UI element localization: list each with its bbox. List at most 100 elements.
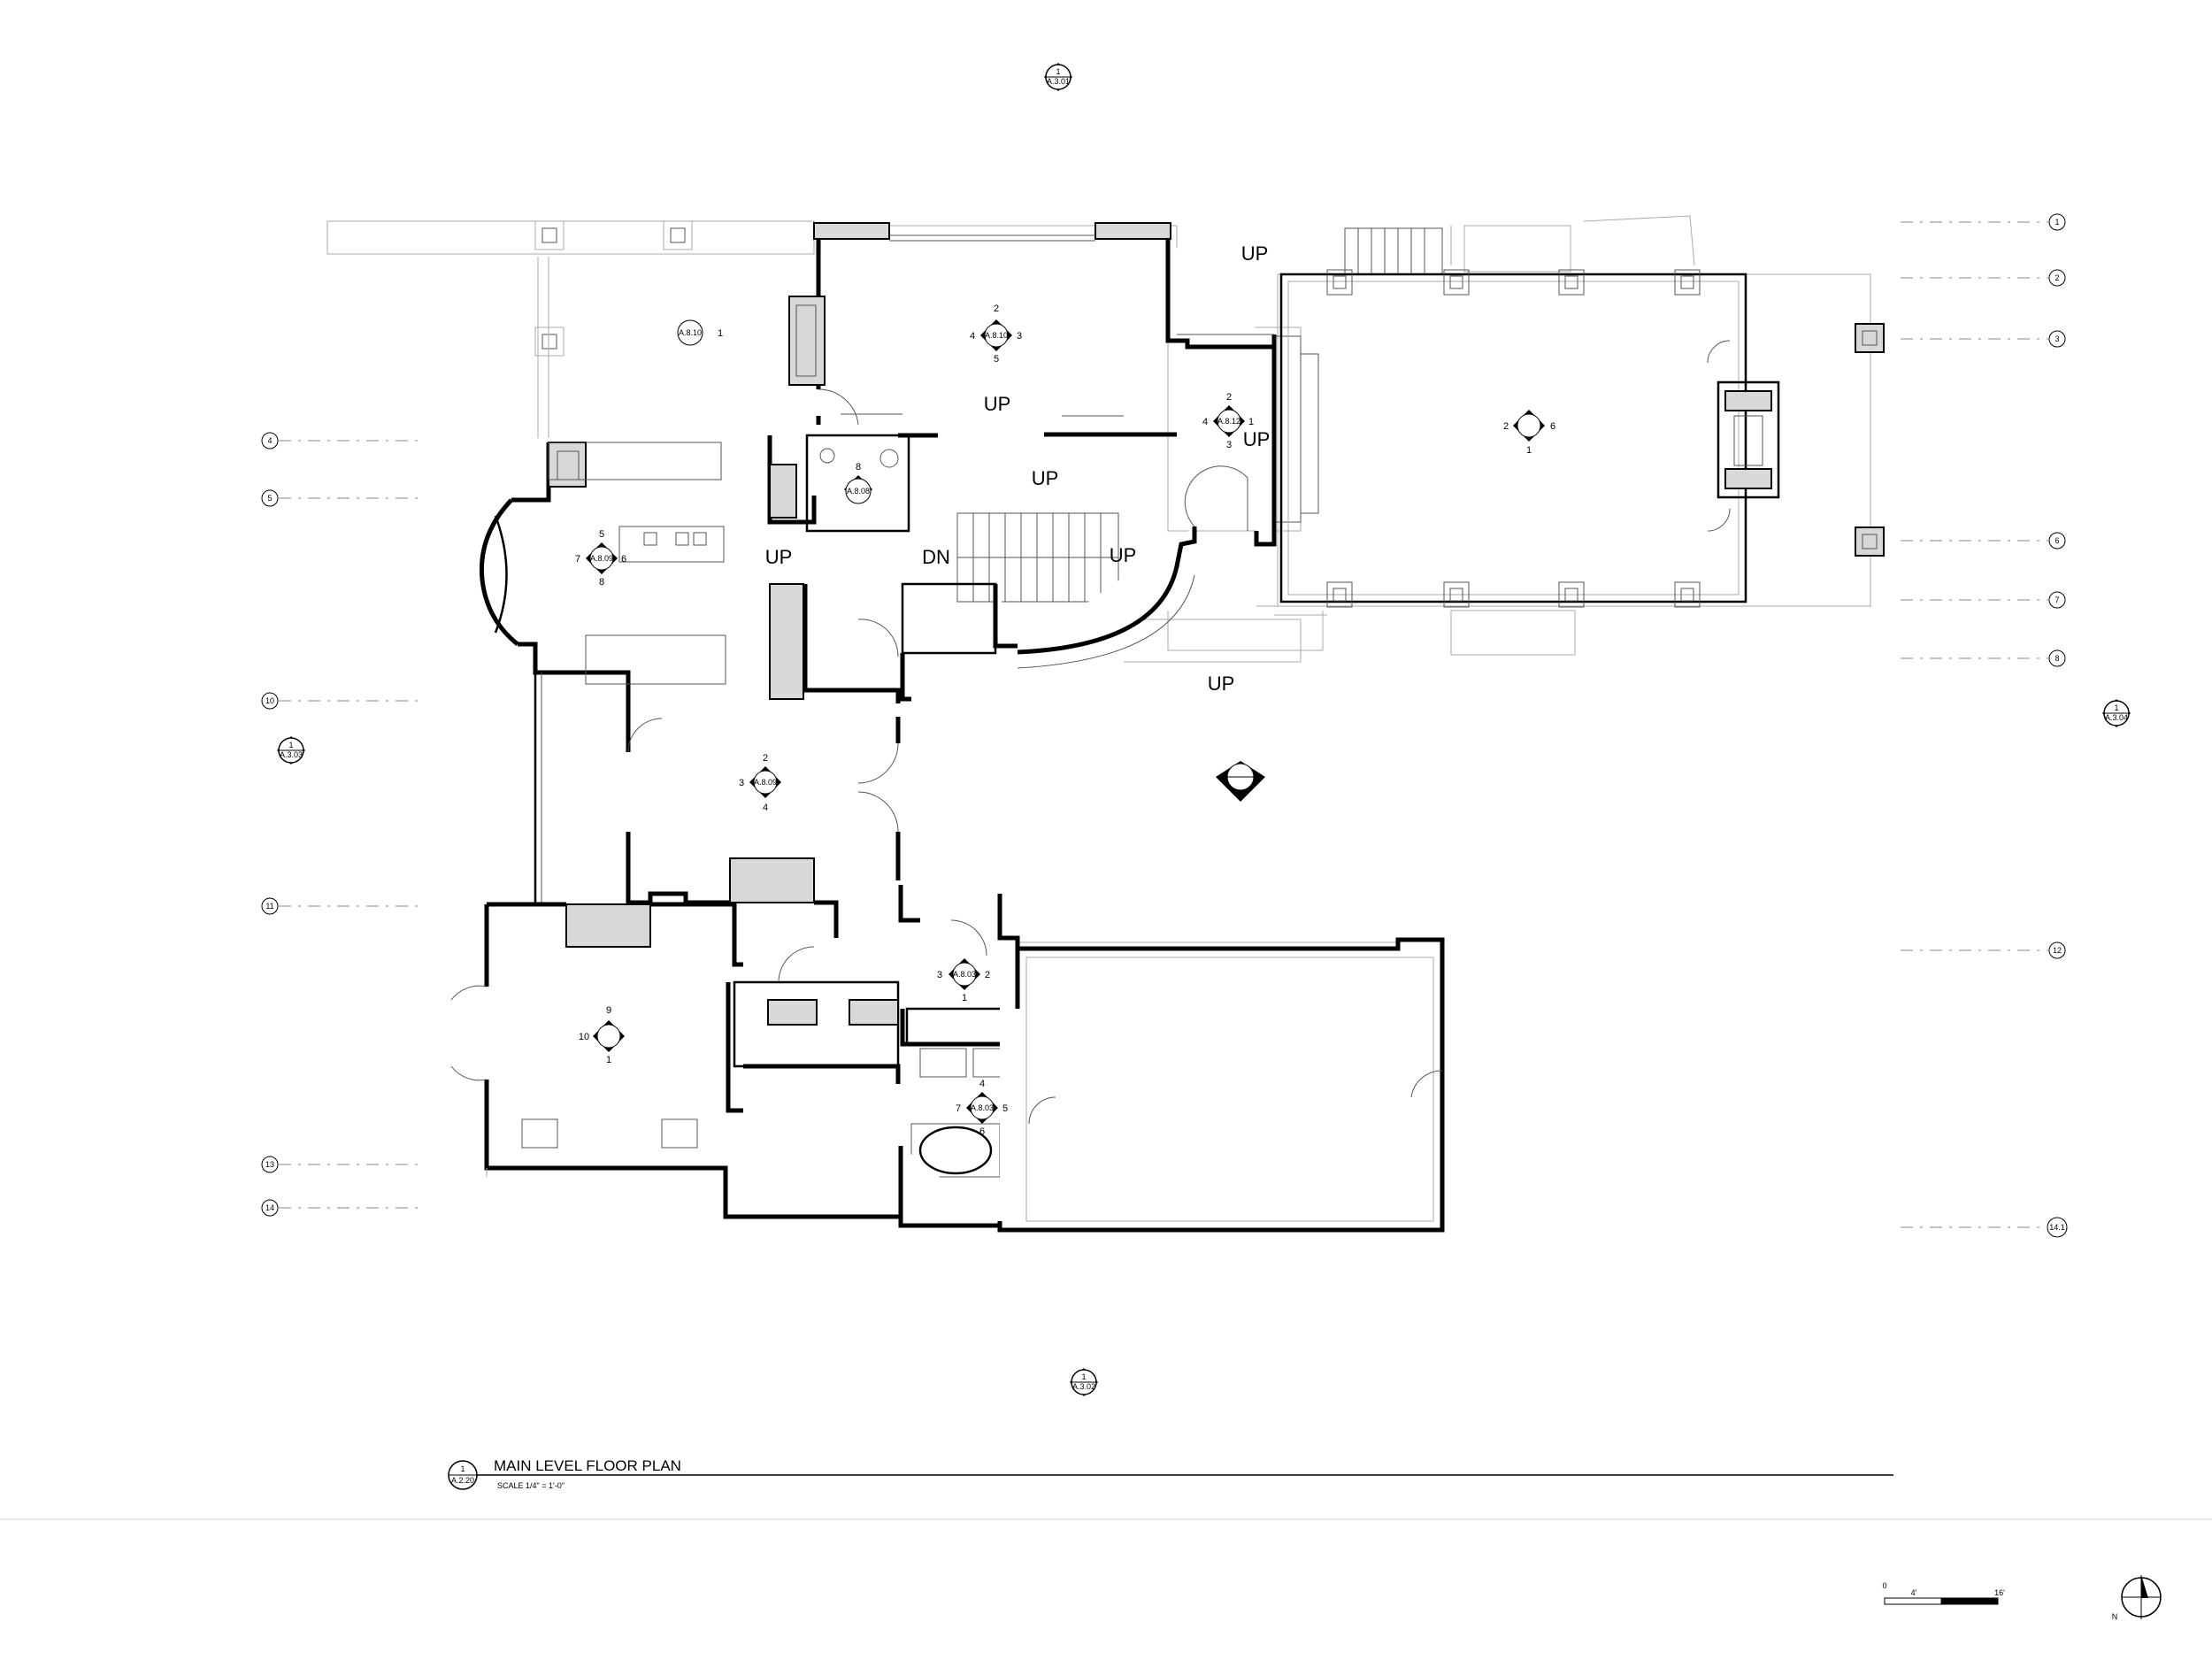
grid-lines-left: 4 5 10 11 13 14 [261, 432, 420, 1217]
svg-text:1: 1 [288, 741, 293, 749]
door-swings [450, 340, 1731, 1125]
svg-text:3: 3 [1017, 331, 1022, 342]
stair-upper-right [1344, 227, 1443, 275]
elevation-tag[interactable]: A.8.09 2 4 3 [739, 753, 781, 813]
svg-text:6: 6 [1550, 421, 1555, 432]
svg-text:6: 6 [979, 1126, 985, 1137]
svg-text:10: 10 [579, 1032, 589, 1042]
svg-text:A.8.03: A.8.03 [971, 1103, 994, 1112]
grid-label: 10 [265, 696, 274, 705]
svg-text:4: 4 [1202, 417, 1208, 427]
svg-text:A.3.04: A.3.04 [2105, 713, 2128, 722]
elevation-tag[interactable] [1216, 761, 1265, 802]
stair-labels: UP UP UP UP UP UP UP DN [765, 242, 1271, 695]
svg-text:1: 1 [1056, 67, 1060, 76]
scale-start: 0 [1882, 1581, 1886, 1590]
svg-text:7: 7 [575, 554, 580, 565]
svg-text:A.8.08: A.8.08 [847, 487, 870, 496]
svg-text:A.3.01: A.3.01 [1047, 77, 1070, 86]
grid-label: 6 [2055, 536, 2059, 545]
title-ref-sheet: A.2.20 [451, 1476, 474, 1485]
north-arrow: N [2112, 1575, 2162, 1621]
svg-text:4: 4 [763, 803, 768, 813]
elevation-tag[interactable]: A.8.12 2 1 3 4 [1202, 392, 1254, 450]
up-label: UP [1110, 544, 1137, 566]
svg-text:2: 2 [1503, 421, 1509, 432]
svg-text:1: 1 [1081, 1372, 1086, 1381]
north-label: N [2112, 1612, 2118, 1621]
svg-text:1: 1 [2114, 703, 2118, 712]
elevation-tag[interactable]: A.8.09 5 6 8 7 [575, 529, 626, 588]
grid-label: 1 [2055, 218, 2059, 227]
svg-text:2: 2 [994, 304, 999, 314]
svg-text:8: 8 [599, 577, 604, 588]
svg-text:A.8.09: A.8.09 [754, 778, 777, 787]
svg-text:1: 1 [606, 1055, 611, 1065]
svg-text:A.8.10: A.8.10 [985, 331, 1008, 340]
grid-label: 4 [267, 436, 272, 445]
up-label: UP [765, 546, 793, 568]
grid-label: 8 [2055, 654, 2059, 663]
svg-text:4: 4 [979, 1079, 985, 1089]
up-label: UP [1032, 467, 1059, 489]
section-mark-bottom[interactable]: 1 A.3.02 [1070, 1368, 1098, 1396]
drawing-scale: SCALE 1/4" = 1'-0" [497, 1481, 565, 1490]
drawing-title: MAIN LEVEL FLOOR PLAN [494, 1457, 681, 1474]
svg-text:A.3.02: A.3.02 [1072, 1382, 1095, 1391]
svg-text:3: 3 [1226, 440, 1232, 450]
up-label: UP [1208, 672, 1235, 695]
grid-label: 7 [2055, 596, 2059, 604]
elevation-tag[interactable]: 6 1 2 [1503, 410, 1555, 456]
svg-text:2: 2 [1226, 392, 1232, 403]
scale-end: 16' [1994, 1588, 2005, 1597]
grid-label: 5 [267, 494, 272, 503]
svg-text:A.3.03: A.3.03 [280, 750, 303, 759]
svg-text:3: 3 [739, 778, 744, 788]
elevation-tag[interactable]: A.8.08 8 [844, 462, 872, 504]
grid-label: 13 [265, 1160, 274, 1169]
elevation-tag[interactable]: A.8.10 1 [677, 319, 723, 346]
grid-label: 2 [2055, 273, 2059, 282]
grid-label: 11 [265, 902, 273, 911]
svg-text:1: 1 [1526, 445, 1532, 456]
svg-text:A.8.12: A.8.12 [1217, 417, 1240, 426]
svg-text:6: 6 [621, 554, 626, 565]
grid-lines-right: 1 2 3 6 7 8 12 14.1 [1901, 213, 2068, 1238]
svg-text:3: 3 [937, 970, 942, 980]
title-ref-num: 1 [460, 1464, 465, 1473]
up-label: UP [1243, 428, 1271, 450]
section-mark-top[interactable]: 1 A.3.01 [1044, 63, 1072, 91]
svg-text:A.8.10: A.8.10 [679, 328, 702, 337]
drawing-title-block: 1 A.2.20 MAIN LEVEL FLOOR PLAN SCALE 1/4… [0, 1457, 2212, 1520]
svg-text:9: 9 [606, 1005, 611, 1016]
svg-text:2: 2 [985, 970, 990, 980]
elevation-tag[interactable]: A.8.03 4 5 6 7 [956, 1079, 1008, 1137]
grid-label: 14 [265, 1203, 274, 1212]
section-mark-right[interactable]: 1 A.3.04 [2102, 699, 2131, 727]
svg-text:7: 7 [956, 1103, 961, 1114]
grid-label: 14.1 [2049, 1223, 2065, 1232]
stair-main [956, 512, 1119, 603]
grid-label: 12 [2053, 946, 2062, 955]
svg-text:1: 1 [718, 328, 723, 339]
svg-text:A.8.09: A.8.09 [590, 554, 613, 563]
svg-text:5: 5 [1002, 1103, 1008, 1114]
elevation-tag[interactable]: A.8.03 2 1 3 [937, 958, 990, 1003]
up-label: UP [984, 393, 1011, 415]
svg-text:1: 1 [962, 993, 967, 1003]
up-label: UP [1241, 242, 1269, 265]
porch-columns [1326, 269, 1885, 608]
exterior-walls [479, 222, 1885, 1233]
grid-label: 3 [2055, 334, 2059, 343]
site-linework [326, 215, 1871, 943]
svg-text:1: 1 [1248, 417, 1254, 427]
scale-mid: 4' [1911, 1588, 1917, 1597]
elevation-tag[interactable]: A.8.10 2 3 5 4 [970, 304, 1022, 365]
svg-text:4: 4 [970, 331, 975, 342]
dn-label: DN [922, 546, 950, 568]
section-mark-left[interactable]: 1 A.3.03 [277, 736, 305, 765]
svg-text:5: 5 [994, 354, 999, 365]
svg-text:2: 2 [763, 753, 768, 764]
elevation-tag[interactable]: 9 1 10 [579, 1005, 625, 1065]
